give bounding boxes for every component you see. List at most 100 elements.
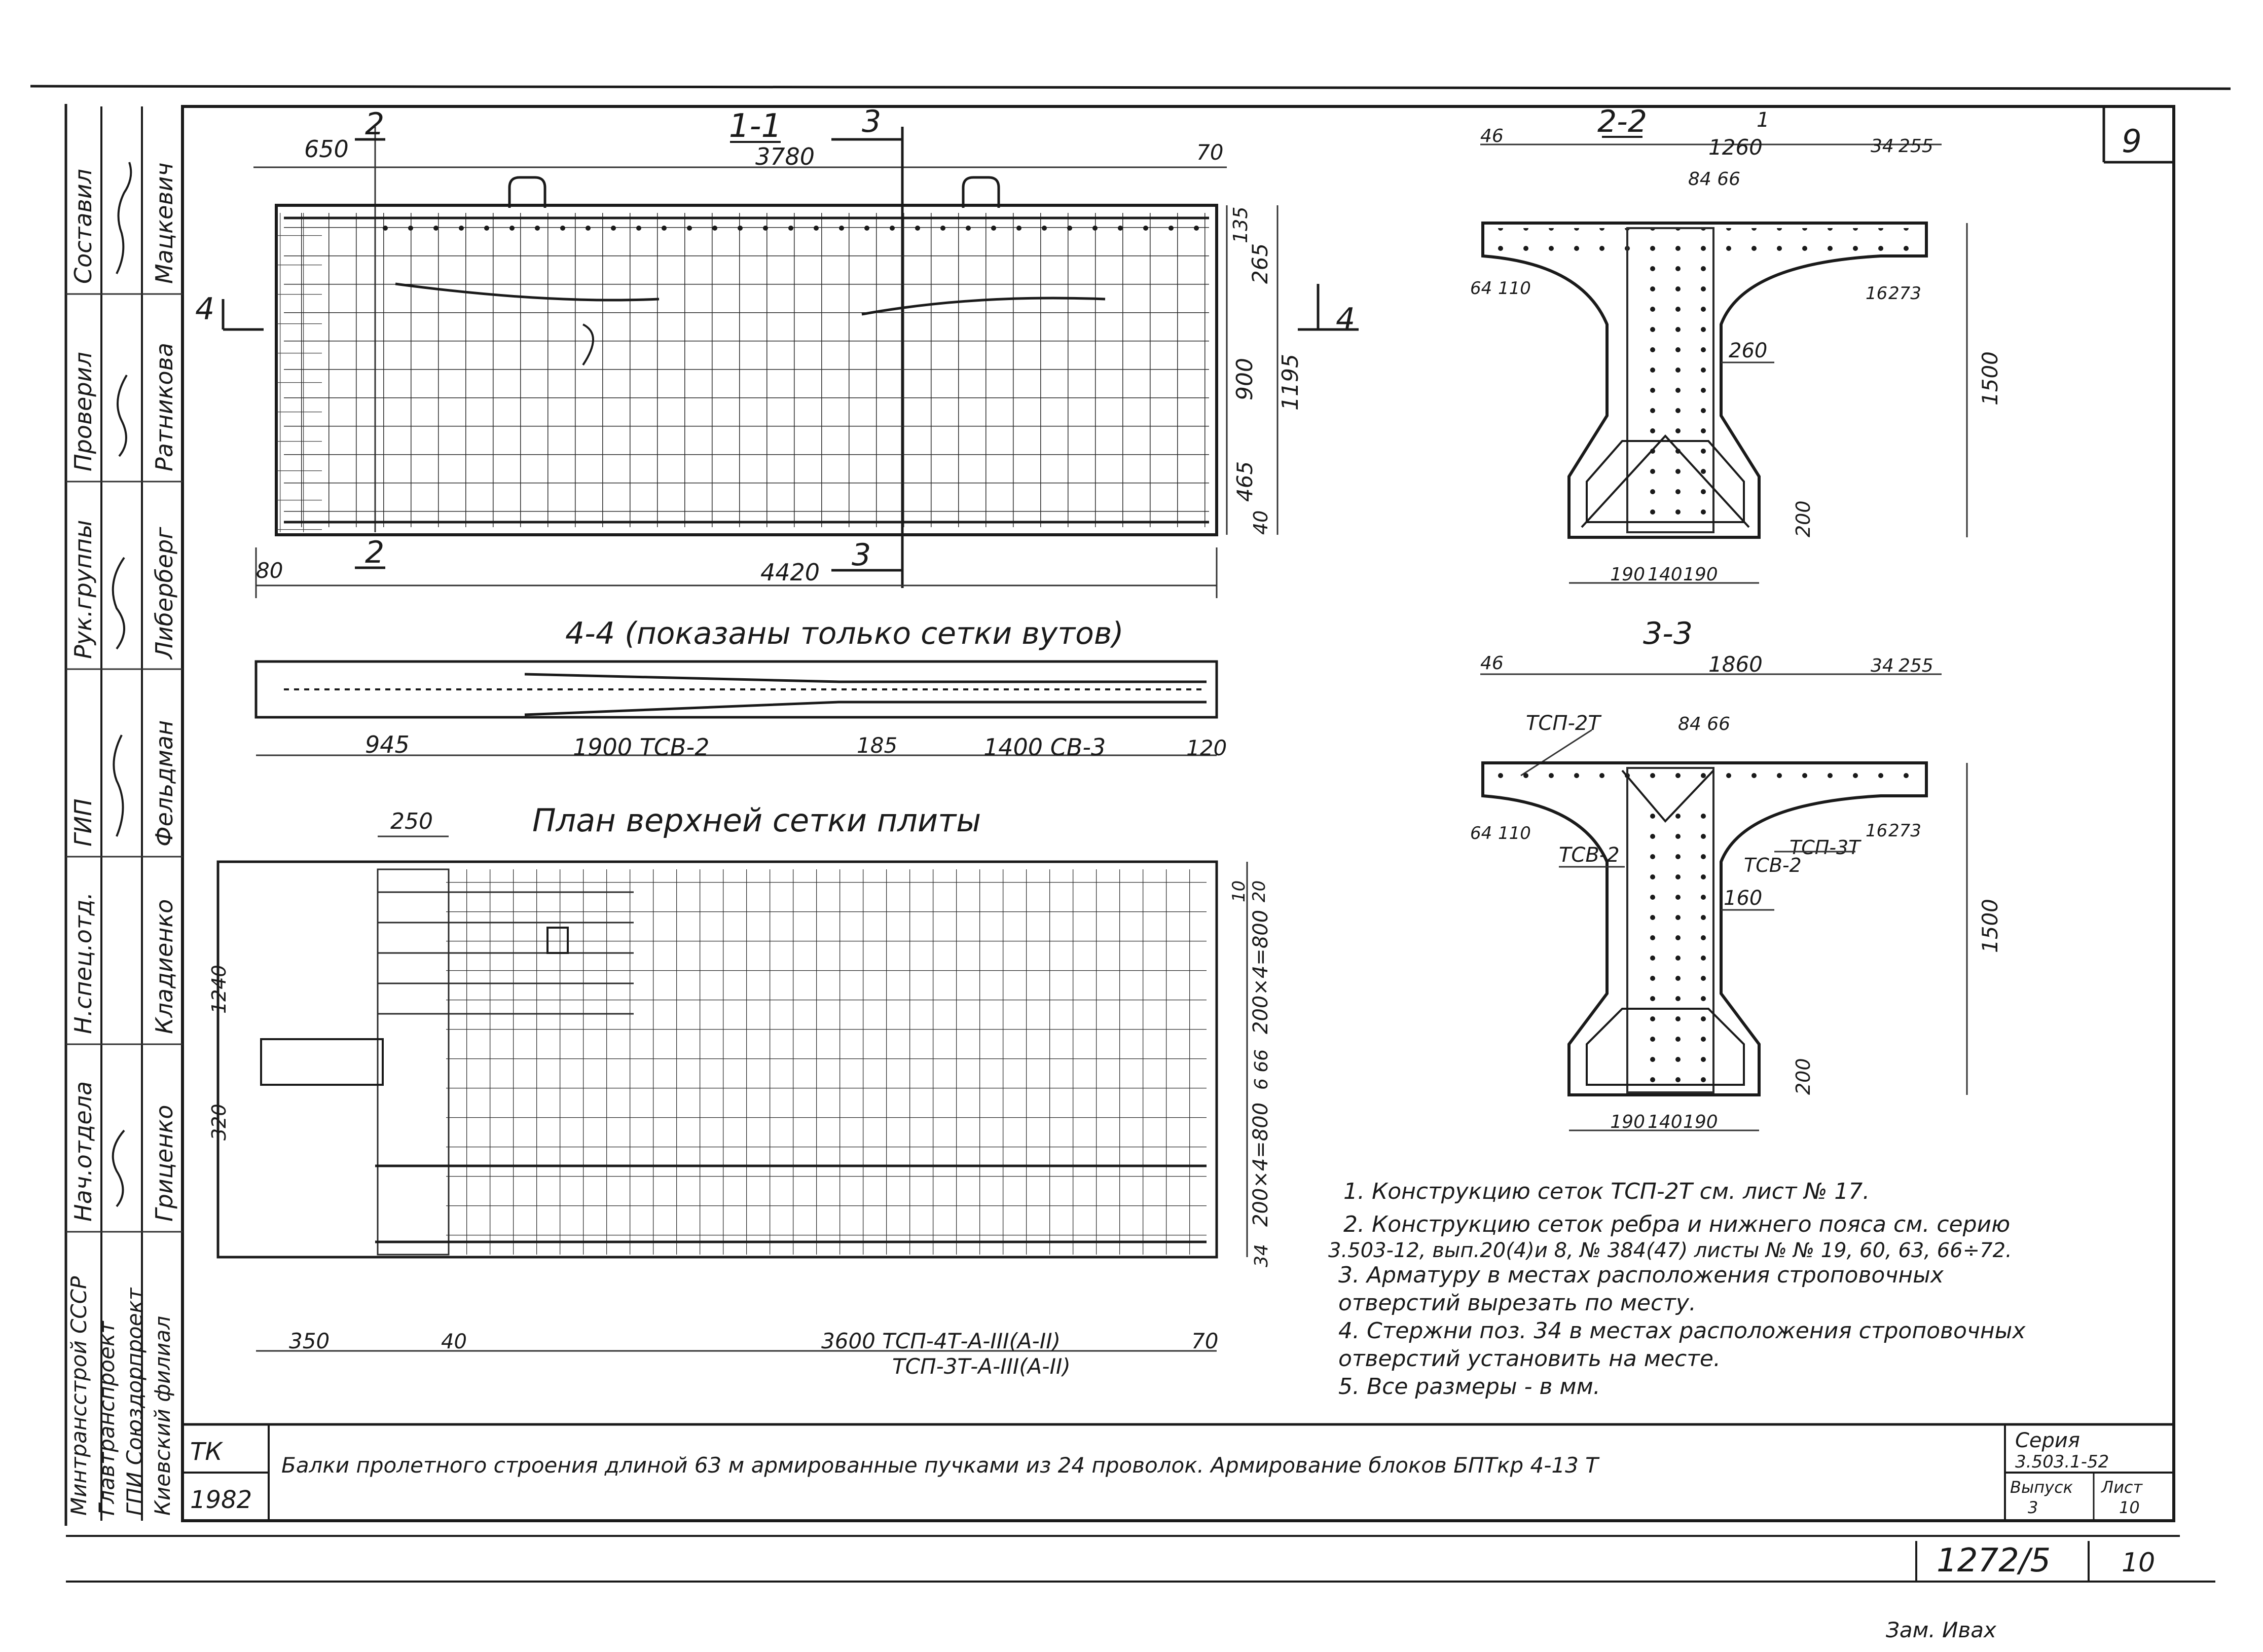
dim-273-2: 273 [1888, 283, 1921, 304]
dim-34-3: 34 [1871, 655, 1894, 676]
dim-20: 20 [1249, 880, 1269, 902]
dim-4420: 4420 [760, 559, 820, 586]
dim-46-2: 46 [1480, 126, 1504, 146]
stamp-org-2: ГПИ Союздорпроект [122, 1287, 147, 1516]
dim-46-3: 46 [1480, 653, 1504, 674]
dim-140-2: 140 [1648, 564, 1683, 585]
stamp-name-5: Гриценко [151, 1105, 178, 1222]
section-3-3: 3-3 46 1860 34 255 84 66 ТСП-2Т 64 110 1… [1470, 616, 2002, 1132]
stamp-role-2: Рук.группы [69, 520, 97, 659]
section-2-2-title: 2-2 [1597, 104, 1647, 139]
sheet-number: 9 [2122, 123, 2141, 160]
dim-160: 160 [1724, 887, 1762, 910]
dim-273-3: 273 [1888, 821, 1921, 841]
dim-135: 135 [1229, 206, 1252, 243]
note-4b: отверстий установить на месте. [1338, 1346, 1721, 1372]
archive-stamp: 1272/5 10 Зам. Ивах [1886, 1542, 2155, 1642]
dim-265: 265 [1248, 243, 1272, 284]
label-tsp-3t: ТСП-3Т [1790, 836, 1862, 859]
dim-1260: 1260 [1708, 135, 1763, 160]
dim-1500-2: 1500 [1978, 351, 2002, 406]
tb-series-value: 3.503.1-52 [2015, 1452, 2109, 1472]
dim-1240: 1240 [208, 965, 230, 1014]
section-2-2: 2-2 1 46 1260 34 255 84 66 64 110 16 273… [1470, 104, 2002, 585]
dim-255-2: 255 [1899, 136, 1933, 157]
dim-200-3: 200 [1792, 1058, 1814, 1095]
section-3-3-title: 3-3 [1643, 616, 1693, 651]
dim-350: 350 [289, 1329, 330, 1353]
dim-34-2: 34 [1871, 136, 1894, 157]
dim-64-3: 64 [1470, 823, 1492, 843]
section-1-1-title: 1-1 [729, 107, 782, 145]
dim-70-plan: 70 [1191, 1329, 1218, 1353]
dim-1860: 1860 [1708, 652, 1763, 677]
cut-4-left: 4 [195, 291, 214, 327]
stamp-role-0: Составил [69, 169, 97, 284]
signature-1 [117, 374, 128, 457]
dim-3600-tsp4: 3600 ТСП-4Т-А-III(А-II) [821, 1329, 1061, 1353]
dim-185: 185 [857, 733, 897, 758]
dim-40-right: 40 [1250, 510, 1272, 535]
dim-190-2a: 190 [1610, 564, 1645, 585]
dim-84-66-2: 84 66 [1688, 169, 1740, 190]
dim-110-2: 110 [1498, 278, 1531, 299]
dim-1400-sv3: 1400 СВ-3 [983, 733, 1106, 761]
plan-upper-mesh: План верхней сетки плиты 250 1240 320 10… [208, 802, 1272, 1379]
archive-sheet: 10 [2122, 1548, 2155, 1578]
note-2: 2. Конструкцию сеток ребра и нижнего поя… [1343, 1212, 2010, 1237]
note-3: 3. Арматуру в местах расположения стропо… [1338, 1262, 1944, 1288]
dim-tsp3: ТСП-3Т-А-III(А-II) [892, 1354, 1071, 1379]
section-4-4: 4-4 (показаны только сетки вутов) 945 19… [254, 616, 1227, 761]
dim-465: 465 [1232, 461, 1257, 502]
dim-40-plan: 40 [441, 1330, 467, 1353]
signature-5 [112, 1129, 125, 1207]
dim-120: 120 [1186, 736, 1227, 760]
dim-945: 945 [365, 731, 410, 758]
dim-650: 650 [304, 135, 349, 163]
dim-1195: 1195 [1278, 354, 1303, 411]
dim-6-66: 6 66 [1251, 1049, 1272, 1090]
stamp-role-4: Н.спец.отд. [69, 892, 97, 1034]
dim-80: 80 [256, 558, 283, 583]
lifting-loop-left [508, 176, 546, 208]
sheet-frame [30, 85, 2231, 1583]
stamp-org-0: Минтрансстрой СССР [66, 1276, 91, 1516]
dim-250: 250 [390, 809, 433, 834]
note-4: 4. Стержни поз. 34 в местах расположения… [1338, 1318, 2026, 1344]
tb-year: 1982 [190, 1486, 252, 1514]
dim-190-3b: 190 [1683, 1112, 1718, 1132]
stamp-name-0: Мацкевич [151, 163, 178, 284]
stamp-name-1: Ратникова [151, 343, 178, 471]
dim-3780: 3780 [755, 143, 815, 170]
signature-3 [113, 735, 124, 837]
dim-64-2: 64 [1470, 278, 1492, 299]
tb-description: Балки пролетного строения длиной 63 м ар… [281, 1453, 1600, 1478]
footer-note: Зам. Ивах [1886, 1618, 1997, 1642]
dim-190-2b: 190 [1683, 564, 1718, 585]
tb-issue-value: 3 [2028, 1498, 2038, 1517]
plan-title: План верхней сетки плиты [532, 802, 981, 839]
dim-16-2: 16 [1866, 283, 1887, 304]
stamp-role-3: ГИП [69, 798, 97, 847]
dim-260: 260 [1729, 339, 1767, 362]
lifting-loop-right [962, 176, 1000, 208]
label-tsv-2-right: ТСВ-2 [1744, 854, 1802, 876]
cut-2-bottom: 2 [365, 535, 384, 570]
stamp-name-2: Либерберг [151, 527, 178, 660]
note-5: 5. Все размеры - в мм. [1338, 1374, 1600, 1400]
tb-sheet-value: 10 [2119, 1498, 2140, 1517]
stamp-name-4: Кладиенко [151, 899, 178, 1034]
section-2-2-cut-label: 1 [1757, 108, 1769, 132]
stamp-role-5: Нач.отдела [69, 1081, 97, 1222]
note-1: 1. Конструкцию сеток ТСП-2Т см. лист № 1… [1343, 1179, 1870, 1204]
tb-series-label: Серия [2015, 1429, 2080, 1452]
dim-190-3a: 190 [1610, 1112, 1645, 1132]
dim-110-3: 110 [1498, 823, 1531, 843]
stamp-org-3: Киевский филиал [150, 1316, 175, 1516]
dim-200x4-top: 200×4=800 [1249, 910, 1272, 1034]
cut-3-top: 3 [862, 104, 881, 139]
dim-16-3: 16 [1866, 821, 1887, 841]
archive-number: 1272/5 [1937, 1542, 2051, 1580]
note-3b: отверстий вырезать по месту. [1338, 1290, 1696, 1316]
section-1-1: 1-1 650 3780 70 2 3 135 265 90 [195, 104, 1359, 598]
